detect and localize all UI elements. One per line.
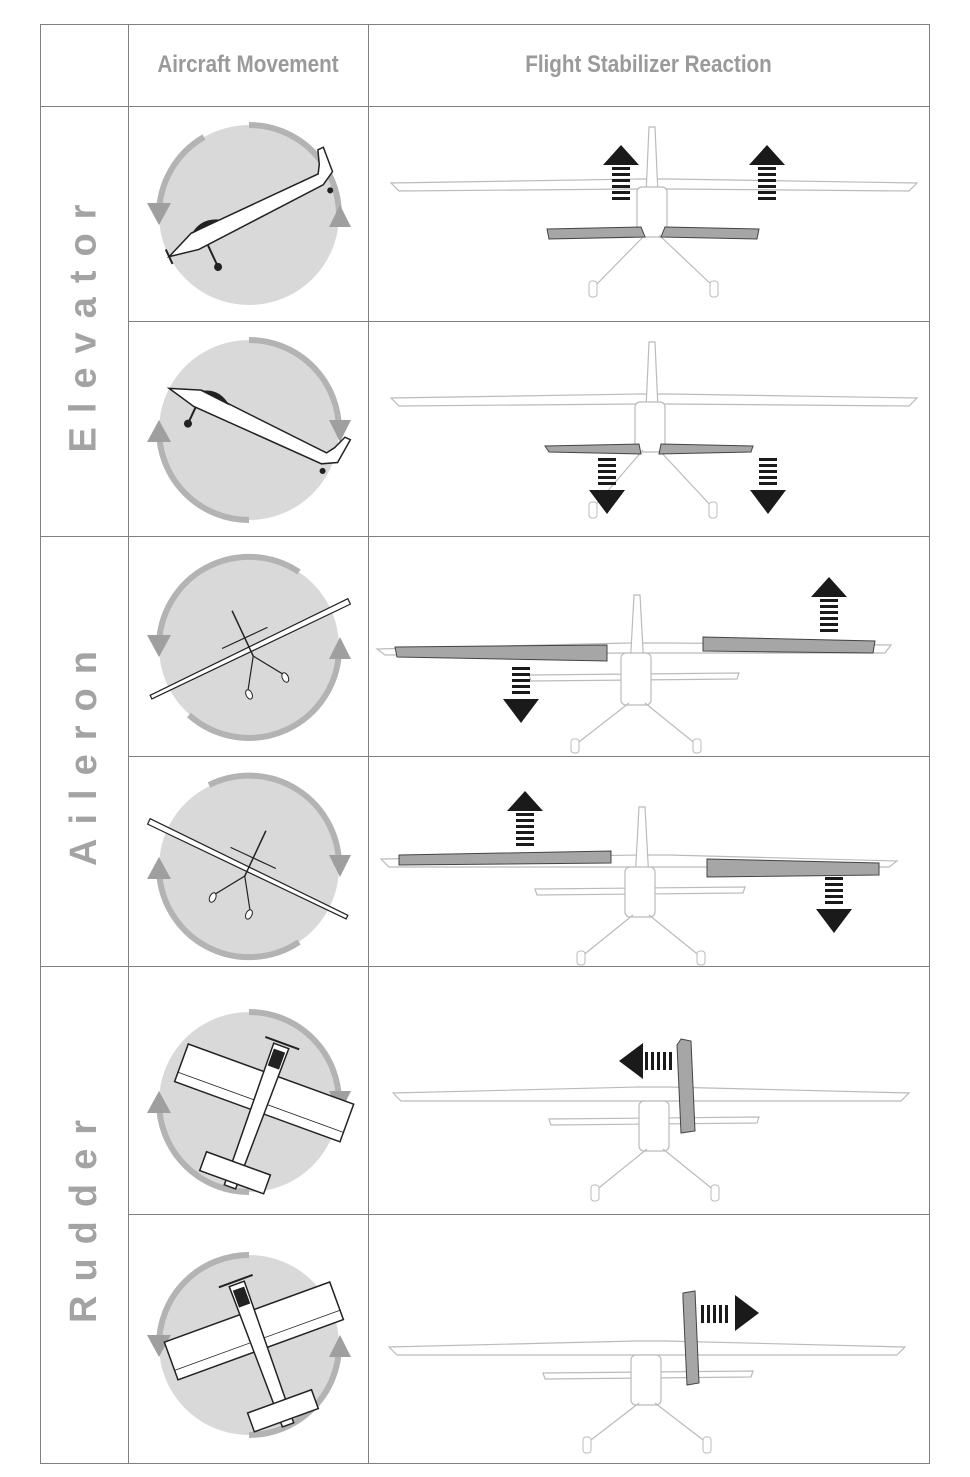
reaction-cell-elevator-down [369,322,929,536]
stabilizer-table: Aircraft Movement Flight Stabilizer Reac… [40,24,930,1464]
rudder-left-illustration [391,1038,911,1202]
rotation-arrow-icon [147,420,171,442]
group-label-rudder: Rudder [62,1106,105,1323]
airplane-rear-view-icon [379,806,899,966]
rudder-right-illustration [387,1290,907,1454]
rotation-arc [248,122,342,216]
arrow-up-icon [507,791,543,846]
rudder-surface [682,1290,700,1386]
movement-cell-pitch-up [129,107,368,321]
reaction-cell-elevator-up [369,107,929,321]
airplane-rear-view-icon [389,341,919,519]
table-border-right [929,24,930,1464]
row-divider [128,1214,930,1215]
airplane-rear-view-icon [389,126,919,298]
arrow-left-icon [619,1043,672,1079]
elevator-surface [546,226,646,240]
arrow-down-icon [589,458,625,514]
rotation-arrow-icon [329,205,351,227]
elevator-down-illustration [389,341,919,519]
rotation-arrow-icon [329,420,351,442]
rudder-surface [676,1038,696,1134]
arrow-down-icon [816,877,852,933]
rotation-arrow-icon [147,203,171,225]
rotation-arrow-icon [147,1091,171,1113]
arrow-up-icon [603,145,639,200]
column-header-reaction: Flight Stabilizer Reaction [525,51,772,78]
row-divider [128,321,930,322]
arrow-down-icon [503,667,539,723]
airplane-side-view-icon [166,387,352,474]
rotation-arrow-icon [329,1335,351,1357]
arrow-down-icon [750,458,786,514]
rotation-arrow-icon [329,855,351,877]
aileron-surface [394,644,608,662]
arrow-up-icon [811,577,847,632]
elevator-surface [544,443,642,455]
reaction-cell-rudder-right [369,1215,929,1463]
roll-left-illustration [147,553,352,741]
movement-cell-roll-left [129,537,368,756]
yaw-left-illustration [147,1252,351,1438]
rotation-arrow-icon [147,1335,171,1357]
rotation-arc [187,646,343,741]
movement-cell-yaw-left [129,1215,368,1463]
column-header-movement: Aircraft Movement [157,51,339,78]
table-border-bottom [40,1463,930,1464]
elevator-surface [658,443,754,455]
table-border-top [40,24,930,25]
aileron-reaction-illustration [375,577,893,754]
group-label-aileron: Aileron [62,636,105,866]
row-divider [128,756,930,757]
airplane-front-view-icon [149,597,352,700]
airplane-front-view-icon [146,817,349,920]
airplane-top-view-icon [173,1036,355,1195]
airplane-rear-view-icon [391,1086,911,1202]
airplane-top-view-icon [163,1274,345,1433]
rotation-arrow-icon [329,637,351,659]
airplane-rear-view-icon [387,1340,907,1454]
reaction-cell-rudder-left [369,967,929,1214]
column-divider [368,24,369,1464]
pitch-up-illustration [147,122,351,305]
airplane-rear-view-icon [375,594,893,754]
movement-cell-pitch-down [129,322,368,536]
aileron-surface [398,850,612,866]
airplane-side-view-icon [164,146,334,271]
arrow-right-icon [701,1295,759,1331]
aileron-surface [702,636,876,654]
aileron-surface [706,858,880,878]
group-label-elevator: Elevator [62,190,105,452]
movement-cell-yaw-right [129,967,368,1214]
column-divider [128,24,129,1464]
rotation-arc [155,866,301,961]
rotation-arc [156,1252,250,1346]
rotation-arc [156,429,250,523]
pitch-down-illustration [147,337,352,523]
rotation-arc [156,1101,250,1195]
rotation-arc [207,772,343,868]
group-divider [40,966,930,967]
yaw-right-illustration [147,1009,355,1195]
table-border-left [40,24,41,1464]
reaction-cell-aileron-2 [369,757,929,966]
rotation-arc [248,1009,342,1103]
header-divider [40,106,930,107]
rotation-arrow-icon [147,857,171,879]
rotation-arrow-icon [147,635,171,657]
movement-cell-roll-right [129,757,368,966]
aileron-reaction-illustration [379,791,899,966]
rotation-arc [248,337,342,431]
elevator-up-illustration [389,126,919,298]
group-divider [40,536,930,537]
arrow-up-icon [749,145,785,200]
roll-right-illustration [146,772,351,961]
elevator-surface [660,226,760,240]
rotation-arc [155,553,301,648]
reaction-cell-aileron-1 [369,537,929,756]
